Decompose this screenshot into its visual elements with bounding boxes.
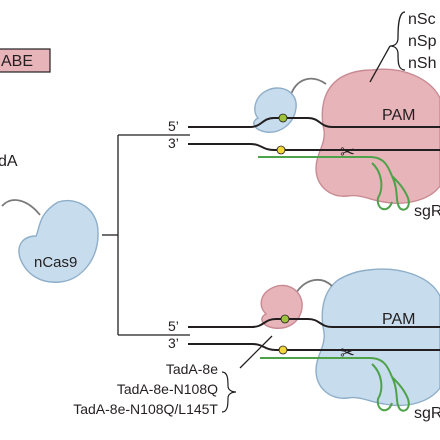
top-cas9-pink-blob <box>315 68 440 204</box>
bottom-sgrna-label: sgR <box>414 405 440 422</box>
top-sgrna <box>258 156 410 211</box>
tada-label: dA <box>0 153 18 170</box>
variant-label-3: nSh <box>408 55 436 72</box>
tada-variant-label-2: TadA-8e-N108Q <box>117 381 218 397</box>
bottom-tada-pink-blob <box>260 284 303 329</box>
ncas9-label: nCas9 <box>34 254 77 271</box>
top-sgrna-label: sgR <box>414 203 440 220</box>
tada-variant-pointer <box>239 335 273 369</box>
top-strand-5: 5’ <box>168 118 179 134</box>
ncas9-linker <box>1 199 41 216</box>
top-strand-3: 3’ <box>168 135 179 151</box>
bottom-pam-label: PAM <box>382 311 415 328</box>
top-scissors-icon: ✂ <box>340 142 355 162</box>
bottom-complex: ✂ PAM 5’ 3’ sgR <box>168 268 440 422</box>
bottom-cas9-blue-blob <box>315 268 440 407</box>
tada-variant-label-3: TadA-8e-N108Q/L145T <box>73 401 218 417</box>
ncas9-blob <box>18 200 99 283</box>
bottom-linker <box>295 278 333 294</box>
bottom-dna <box>188 318 440 351</box>
branch-connector <box>102 134 190 336</box>
top-pam-label: PAM <box>382 107 415 124</box>
abe-label-box: ABE <box>0 48 51 73</box>
top-linker <box>289 77 327 98</box>
tada-variant-brace <box>221 371 237 413</box>
top-base-a <box>278 113 288 123</box>
top-dna <box>188 117 440 151</box>
tada-variant-list: TadA-8e TadA-8e-N108Q TadA-8e-N108Q/L145… <box>73 361 237 417</box>
top-base-t <box>276 145 286 155</box>
top-complex: ✂ PAM 5’ 3’ sgR <box>168 68 440 220</box>
bottom-strand-3: 3’ <box>168 335 179 351</box>
bottom-base-a <box>280 314 290 324</box>
abe-label: ABE <box>1 53 33 70</box>
bottom-sgrna <box>260 357 410 412</box>
bottom-base-t <box>278 345 288 355</box>
variant-label-2: nSp <box>408 33 437 50</box>
variant-bracket: nSc nSp nSh <box>369 11 437 83</box>
tada-variant-label-1: TadA-8e <box>166 361 218 377</box>
bottom-scissors-icon: ✂ <box>340 343 355 363</box>
bottom-strand-5: 5’ <box>168 318 179 334</box>
top-tada-blue-blob <box>253 87 297 133</box>
variant-label-1: nSc <box>408 11 436 28</box>
